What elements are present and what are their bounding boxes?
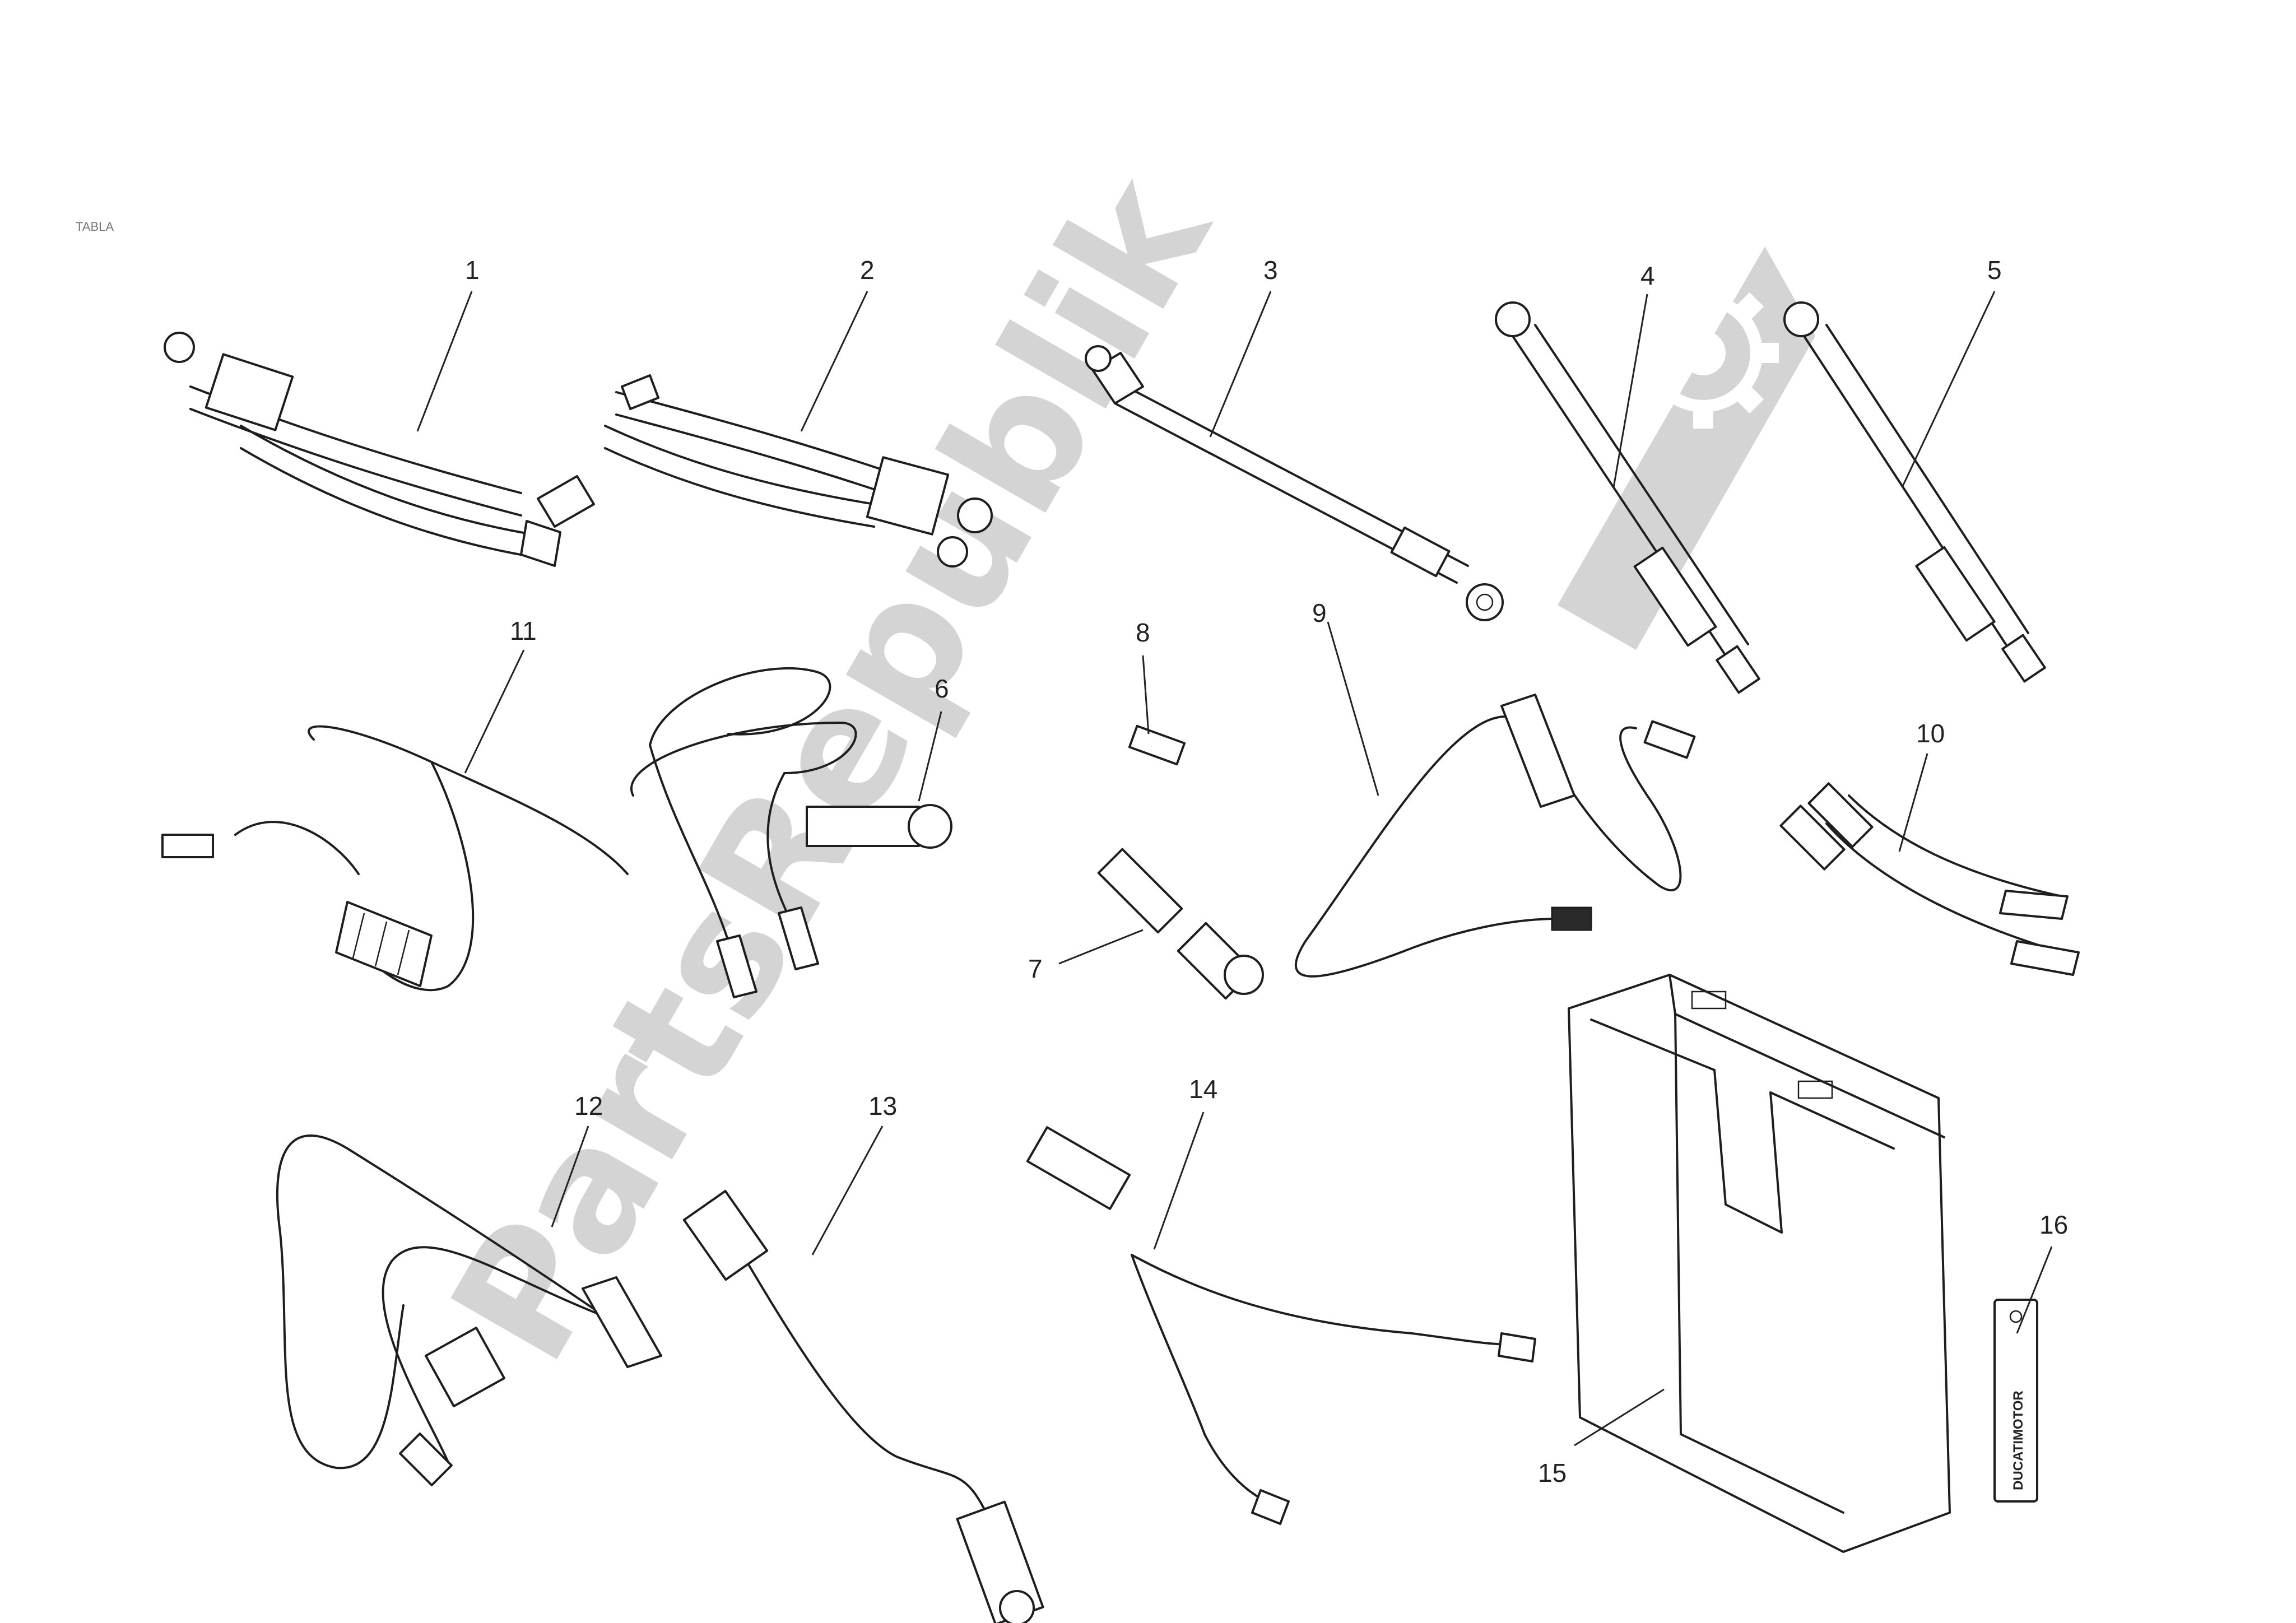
callout-14: 14 — [1189, 1075, 1217, 1104]
part-13-cigarette-lighter-cable — [682, 1189, 1044, 1623]
callout-15: 15 — [1538, 1458, 1567, 1487]
callout-11: 11 — [510, 616, 537, 645]
gear-icon — [1628, 277, 1779, 429]
part-16-plate: DUCATIMOTOR — [1993, 1299, 2038, 1503]
callout-9: 9 — [1312, 598, 1327, 627]
callout-3: 3 — [1263, 255, 1278, 285]
part-6-test-cable — [630, 667, 952, 998]
callout-1: 1 — [465, 255, 480, 285]
callout-7: 7 — [1028, 954, 1043, 983]
callout-2: 2 — [860, 255, 875, 285]
plate-brand-text: DUCATIMOTOR — [2011, 1391, 2026, 1490]
part-15-carry-case — [1568, 974, 1951, 1553]
callout-10: 10 — [1916, 719, 1945, 748]
part-12-adapter-cable — [276, 1134, 662, 1486]
callout-6: 6 — [935, 674, 949, 703]
part-9-sensor-cable — [1294, 694, 1696, 978]
corner-text: TABLA — [76, 220, 114, 234]
part-2-hose-tester — [604, 374, 993, 568]
part-14-battery-cable — [1026, 1126, 1536, 1525]
watermark-text: PartsRepublik — [414, 143, 1248, 1392]
part-8-adapter — [1128, 724, 1186, 766]
part-1-hose-tester — [164, 332, 595, 567]
part-10-crocodile-clips — [1779, 782, 2080, 976]
leader-lines — [416, 291, 2053, 1447]
part-5-pressure-hose — [1783, 301, 2046, 683]
callout-8: 8 — [1136, 618, 1150, 647]
callouts: 1 2 3 4 5 6 7 8 9 10 11 12 13 14 15 16 — [465, 255, 2068, 1487]
part-3-pressure-hose — [1085, 345, 1504, 621]
part-11-temperature-probe — [161, 725, 629, 992]
callout-4: 4 — [1640, 261, 1655, 290]
callout-13: 13 — [868, 1091, 897, 1120]
callout-5: 5 — [1987, 255, 2002, 285]
callout-12: 12 — [574, 1091, 603, 1120]
part-7-adapter — [1097, 848, 1264, 1000]
callout-16: 16 — [2039, 1210, 2068, 1239]
part-4-pressure-hose — [1495, 301, 1760, 694]
